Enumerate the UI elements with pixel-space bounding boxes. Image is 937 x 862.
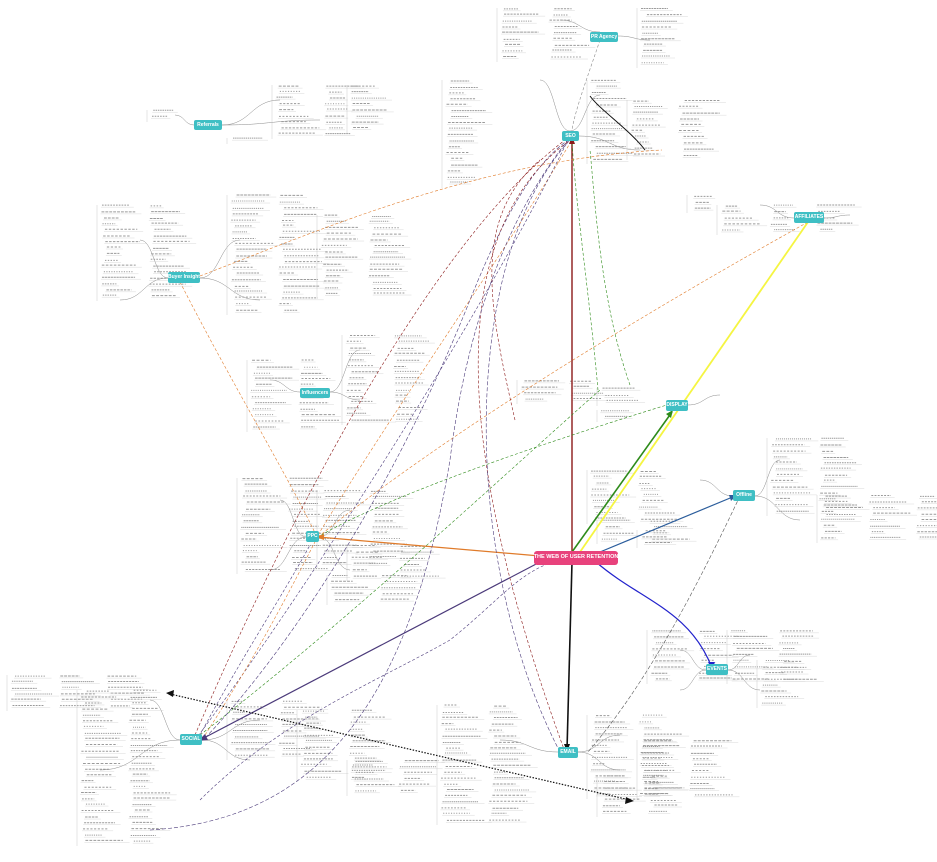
branch-lines xyxy=(99,19,851,771)
topic-affiliates[interactable]: AFFILIATES xyxy=(794,212,824,223)
cross-link-email-seo-2 xyxy=(485,139,571,753)
topic-branch-line xyxy=(329,391,361,401)
cross-link-social-ppc-2 xyxy=(204,539,317,736)
cross-link-ppc-seo xyxy=(317,139,573,536)
link-center-to-email xyxy=(566,561,573,751)
topic-branch-line xyxy=(679,649,707,671)
cross-link-buyer-seo xyxy=(199,149,663,277)
topic-branch-line xyxy=(221,99,281,126)
cross-link-email-seo-3 xyxy=(491,159,541,421)
central-topic[interactable]: THE WEB OF USER RETENTION xyxy=(534,551,618,565)
topic-branch-line xyxy=(269,536,307,571)
topic-branch-line xyxy=(679,669,707,691)
topic-branch-line xyxy=(269,379,301,393)
topic-branch-line xyxy=(119,277,169,301)
topic-influencers[interactable]: Influencers xyxy=(300,388,330,398)
topic-branch-line xyxy=(499,739,559,753)
cross-link-buyer-ppc xyxy=(179,281,317,536)
topic-buyer-insight[interactable]: Buyer Insight xyxy=(168,272,200,283)
arrowhead-left xyxy=(166,690,174,697)
topic-branch-line xyxy=(754,459,781,497)
topic-branch-line xyxy=(539,79,571,132)
cross-link-ppc-affiliates xyxy=(317,221,809,538)
link-center-to-affiliates xyxy=(579,221,809,553)
topic-branch-line xyxy=(617,35,651,41)
topic-branch-line xyxy=(329,349,361,393)
topic-branch-line xyxy=(699,479,734,497)
topic-branch-line xyxy=(577,734,621,753)
topic-branch-line xyxy=(201,739,251,761)
topic-ppc[interactable]: PPC xyxy=(306,531,319,542)
link-center-to-offline xyxy=(599,495,736,553)
cross-link-pr-seo xyxy=(571,39,601,131)
link-center-to-display xyxy=(571,411,673,553)
topic-branch-line xyxy=(578,135,641,151)
topic-branch-line xyxy=(727,669,761,691)
topic-branch-line xyxy=(318,536,351,571)
cross-link-social-seo-long xyxy=(149,139,569,831)
cross-link-display-ppc xyxy=(317,403,671,538)
topic-pr-agency[interactable]: PR Agency xyxy=(590,32,618,42)
dotted-arrow-link xyxy=(169,693,631,801)
topic-branch-line xyxy=(199,277,261,301)
leaf-lines xyxy=(6,8,937,846)
arrowhead-ppc xyxy=(316,534,324,540)
seo-black-curve xyxy=(589,95,646,151)
topic-seo[interactable]: SEO xyxy=(562,131,579,141)
topic-branch-line xyxy=(569,94,601,132)
cross-link-social-seo-2 xyxy=(197,139,569,737)
topic-branch-line xyxy=(754,495,801,521)
cross-link-social-display xyxy=(199,389,601,736)
cross-link-display-seo-2 xyxy=(589,149,631,386)
arrowhead-right xyxy=(625,797,634,804)
link-center-to-events xyxy=(595,561,713,669)
link-center-to-ppc xyxy=(317,536,541,557)
topic-branch-line xyxy=(559,19,601,33)
cross-link-display-seo xyxy=(571,139,599,391)
topic-display[interactable]: DISPLAY xyxy=(666,400,688,411)
link-center-to-social xyxy=(199,561,541,741)
topic-referrals[interactable]: Referrals xyxy=(194,120,222,130)
topic-branch-line xyxy=(759,204,795,219)
cross-link-offline-email xyxy=(587,495,741,753)
topic-branch-line xyxy=(174,114,195,126)
arrowhead-display xyxy=(666,410,673,418)
topic-branch-line xyxy=(687,394,721,406)
cross-link-social-ppc xyxy=(199,544,311,736)
topic-branch-line xyxy=(149,699,181,741)
topic-offline[interactable]: Offline xyxy=(733,490,755,501)
cross-link-email-seo-1 xyxy=(477,139,571,753)
topic-branch-line xyxy=(577,751,621,771)
topic-branch-line xyxy=(201,719,261,741)
cross-link-social-seo-3 xyxy=(204,139,569,739)
cross-link-social-seo-1 xyxy=(194,139,566,736)
topic-social[interactable]: SOCIAL xyxy=(180,734,202,745)
topic-branch-line xyxy=(199,239,241,279)
cross-link-social-email-bottom xyxy=(199,559,561,801)
topic-branch-line xyxy=(99,739,181,771)
topic-branch-line xyxy=(727,654,751,671)
topic-email[interactable]: EMAIL xyxy=(558,747,578,758)
topic-branch-line xyxy=(221,119,321,126)
topic-events[interactable]: EVENTS xyxy=(706,664,728,675)
